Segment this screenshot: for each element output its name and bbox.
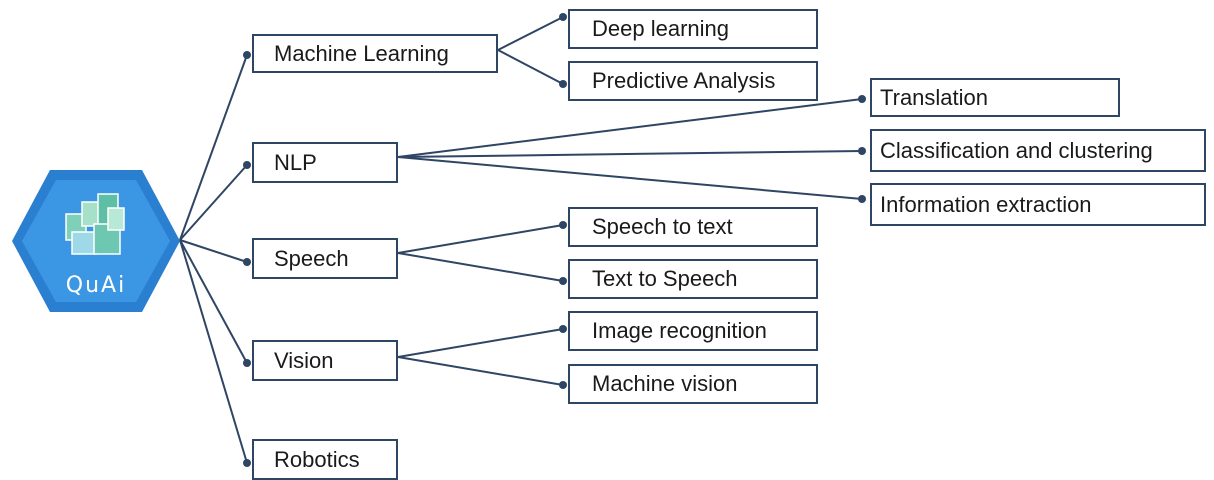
connector-nlp-translation (397, 98, 863, 158)
leaf-text-to-speech: Text to Speech (568, 259, 818, 299)
connector-dot (559, 13, 567, 21)
connector-speech-speech-to-text (397, 224, 564, 254)
category-speech: Speech (252, 238, 398, 279)
category-robotics: Robotics (252, 439, 398, 480)
leaf-label: Text to Speech (592, 266, 738, 291)
connector-hub-speech (179, 239, 248, 263)
leaf-label: Deep learning (592, 16, 729, 41)
leaf-label: Predictive Analysis (592, 68, 776, 93)
connector-dot (559, 325, 567, 333)
connector-hub-vision (179, 239, 248, 364)
connector-ml-predictive-analysis (497, 49, 564, 85)
leaf-label: Classification and clustering (880, 137, 1153, 163)
leaf-predictive-analysis: Predictive Analysis (568, 61, 818, 101)
connector-dot (243, 459, 251, 467)
connector-dot (858, 95, 866, 103)
connector-vision-machine-vision (397, 356, 564, 386)
logo-text: QuAi (66, 273, 126, 298)
category-vision: Vision (252, 340, 398, 381)
leaf-label: Translation (880, 84, 989, 110)
category-label: Speech (274, 245, 349, 271)
connector-dot (858, 147, 866, 155)
connector-speech-text-to-speech (397, 252, 564, 282)
connector-ml-deep-learning (497, 16, 564, 51)
category-machine-learning: Machine Learning (252, 34, 498, 73)
connector-nlp-classification (397, 150, 863, 158)
category-label: Machine Learning (274, 40, 449, 66)
leaf-label: Information extraction (880, 191, 1092, 217)
connector-dot (559, 381, 567, 389)
category-label: NLP (274, 149, 317, 175)
connector-nlp-information-extraction (397, 156, 863, 200)
cube-icon (65, 193, 125, 255)
category-nlp: NLP (252, 142, 398, 183)
leaf-speech-to-text: Speech to text (568, 207, 818, 247)
connector-dot (243, 161, 251, 169)
leaf-label: Speech to text (592, 214, 733, 239)
connector-dot (559, 80, 567, 88)
leaf-deep-learning: Deep learning (568, 9, 818, 49)
connector-dot (243, 258, 251, 266)
connector-vision-image-recognition (397, 328, 564, 358)
connector-hub-machine-learning (179, 54, 248, 241)
leaf-label: Machine vision (592, 371, 738, 396)
connector-hub-nlp (179, 164, 248, 241)
connector-dot (559, 277, 567, 285)
category-label: Vision (274, 347, 334, 373)
leaf-label: Image recognition (592, 318, 767, 343)
connector-hub-robotics (179, 239, 248, 464)
leaf-image-recognition: Image recognition (568, 311, 818, 351)
connector-dot (858, 195, 866, 203)
leaf-information-extraction: Information extraction (870, 183, 1206, 226)
leaf-machine-vision: Machine vision (568, 364, 818, 404)
connector-dot (243, 359, 251, 367)
quai-logo: QuAi (12, 170, 180, 312)
leaf-translation: Translation (870, 78, 1120, 117)
category-label: Robotics (274, 446, 360, 472)
connector-dot (243, 51, 251, 59)
leaf-classification-and-clustering: Classification and clustering (870, 129, 1206, 172)
connector-dot (559, 221, 567, 229)
